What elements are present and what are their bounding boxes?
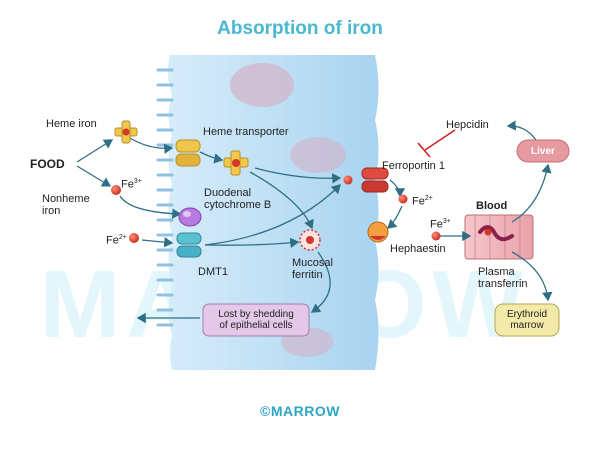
heme-inside-molecule <box>223 150 249 176</box>
label-food: FOOD <box>30 157 65 171</box>
label-fe2-right: Fe2+ <box>412 195 433 208</box>
arrow-heme-to-transporter <box>129 137 174 154</box>
label-hepcidin: Hepcidin <box>446 119 489 131</box>
label-blood: Blood <box>476 200 508 212</box>
arrow-ferritin-to-shedding <box>310 251 331 313</box>
label-fe3-right: Fe3+ <box>430 218 451 231</box>
label-ferroportin: Ferroportin 1 <box>382 160 445 172</box>
arrow-dmt1-to-ferritin <box>204 237 300 248</box>
heme-transporter-protein <box>175 139 201 167</box>
arrow-liver-to-hepcidin <box>506 120 537 141</box>
label-duodenal-cytochrome-b: Duodenal cytochrome B <box>204 187 272 211</box>
epithelial-cell <box>167 55 379 370</box>
hephaestin-protein <box>367 221 389 243</box>
arrow-food-to-heme <box>76 139 114 163</box>
fe-ball-before-ferroportin <box>343 175 353 185</box>
ferroportin-protein <box>361 167 389 193</box>
label-heme-transporter: Heme transporter <box>203 126 289 138</box>
label-lost-by-shedding: Lost by shedding of epithelial cells <box>218 309 294 331</box>
arrow-fe2-to-hephaestin <box>387 205 403 229</box>
label-hephaestin: Hephaestin <box>390 243 446 255</box>
label-fe3-left: Fe3+ <box>121 178 142 191</box>
dmt1-protein <box>176 232 202 258</box>
hepcidin-inhibition <box>417 129 456 158</box>
fe3-ball-left <box>111 185 121 195</box>
arrow-fe3-to-cytb <box>119 195 182 219</box>
plasma-transferrin-molecule <box>478 225 514 242</box>
page-title: Absorption of iron <box>217 18 383 39</box>
arrow-transferrin-to-marrow <box>511 251 553 302</box>
label-heme-iron: Heme iron <box>46 118 97 130</box>
fe3-ball-right <box>431 231 441 241</box>
arrow-transferrin-to-liver <box>511 163 552 223</box>
heme-iron-molecule <box>114 120 138 144</box>
nucleus-top <box>230 63 294 107</box>
label-mucosal-ferritin: Mucosal ferritin <box>292 257 333 281</box>
nucleus-middle <box>290 137 346 173</box>
label-fe2-left: Fe2+ <box>106 234 127 247</box>
shedding-box <box>202 303 310 337</box>
erythroid-marrow-box <box>494 303 560 337</box>
mucosal-ferritin-molecule <box>299 229 321 251</box>
arrow-food-to-nonheme <box>76 165 112 187</box>
duodenal-cytochrome-b-protein <box>178 207 202 227</box>
arrow-dmt1-to-ferroportin <box>204 184 341 246</box>
arrow-heme-to-ferroportin <box>254 167 342 184</box>
label-nonheme-iron: Nonheme iron <box>42 193 90 217</box>
fe2-ball-left <box>129 233 139 243</box>
label-liver: Liver <box>531 146 555 157</box>
label-dmt1: DMT1 <box>198 266 228 278</box>
arrow-heme-to-ferritin <box>249 171 314 230</box>
label-erythroid-marrow: Erythroid marrow <box>506 309 547 331</box>
liver-box <box>516 139 570 163</box>
fe2-ball-right <box>398 194 408 204</box>
arrow-transporter-to-heme-inside <box>199 151 224 164</box>
arrow-ferroportin-to-fe2 <box>389 179 406 198</box>
copyright: ©MARROW <box>260 403 340 419</box>
arrow-fe2-to-dmt1 <box>141 237 174 248</box>
label-plasma-transferrin: Plasma transferrin <box>478 266 528 290</box>
